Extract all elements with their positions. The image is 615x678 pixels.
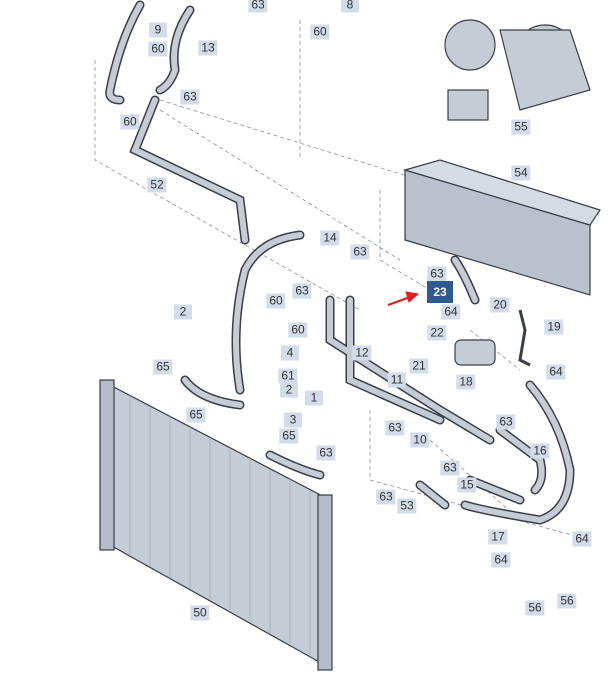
part-label-19[interactable]: 19: [544, 319, 564, 335]
part-label-3[interactable]: 3: [284, 412, 302, 428]
part-label-63[interactable]: 63: [427, 266, 447, 282]
part-label-10[interactable]: 10: [410, 432, 430, 448]
leader-lines: [94, 20, 591, 541]
part-label-65[interactable]: 65: [279, 428, 299, 444]
part-label-12[interactable]: 12: [352, 345, 372, 361]
part-label-17[interactable]: 17: [488, 529, 508, 545]
part-label-63[interactable]: 63: [496, 414, 516, 430]
part-label-55[interactable]: 55: [511, 119, 531, 135]
part-label-64[interactable]: 64: [491, 552, 511, 568]
part-label-15[interactable]: 15: [457, 477, 477, 493]
part-label-4[interactable]: 4: [281, 345, 299, 361]
part-label-54[interactable]: 54: [511, 165, 531, 181]
coolant-pump: [454, 309, 531, 367]
part-label-8[interactable]: 8: [341, 0, 359, 13]
part-label-56[interactable]: 56: [525, 600, 545, 616]
part-label-65[interactable]: 65: [153, 359, 173, 375]
part-label-11[interactable]: 11: [387, 372, 407, 388]
part-label-63[interactable]: 63: [316, 445, 336, 461]
part-label-60[interactable]: 60: [310, 24, 330, 40]
turbocharger: [444, 19, 591, 121]
intercooler: [402, 159, 601, 296]
part-label-56[interactable]: 56: [557, 593, 577, 609]
part-label-18[interactable]: 18: [456, 374, 476, 390]
part-label-60[interactable]: 60: [120, 114, 140, 130]
highlight-arrow: [387, 291, 420, 306]
part-label-63[interactable]: 63: [440, 460, 460, 476]
part-label-53[interactable]: 53: [397, 498, 417, 514]
part-label-63[interactable]: 63: [376, 489, 396, 505]
hose-fill: [106, 2, 574, 524]
part-label-63[interactable]: 63: [350, 244, 370, 260]
part-label-61[interactable]: 61: [278, 368, 298, 384]
part-label-50[interactable]: 50: [190, 605, 210, 621]
radiator: [99, 379, 333, 671]
part-label-60[interactable]: 60: [288, 322, 308, 338]
part-label-22[interactable]: 22: [427, 325, 447, 341]
part-label-20[interactable]: 20: [490, 297, 510, 313]
part-label-64[interactable]: 64: [572, 531, 592, 547]
part-label-64[interactable]: 64: [441, 304, 461, 320]
part-label-16[interactable]: 16: [530, 443, 550, 459]
part-label-64[interactable]: 64: [546, 364, 566, 380]
part-label-52[interactable]: 52: [147, 177, 167, 193]
part-label-65[interactable]: 65: [186, 407, 206, 423]
part-label-13[interactable]: 13: [198, 40, 218, 56]
part-label-60[interactable]: 60: [148, 41, 168, 57]
part-label-21[interactable]: 21: [409, 358, 429, 374]
part-label-2[interactable]: 2: [174, 304, 192, 320]
part-label-63[interactable]: 63: [292, 283, 312, 299]
part-label-9[interactable]: 9: [149, 22, 167, 38]
part-label-60[interactable]: 60: [266, 293, 286, 309]
part-label-63[interactable]: 63: [180, 89, 200, 105]
part-label-63[interactable]: 63: [248, 0, 268, 13]
part-label-1[interactable]: 1: [305, 390, 323, 406]
part-label-2[interactable]: 2: [280, 382, 298, 398]
part-label-14[interactable]: 14: [320, 230, 340, 246]
highlighted-part-label-23[interactable]: 23: [427, 281, 453, 303]
part-label-63[interactable]: 63: [385, 420, 405, 436]
